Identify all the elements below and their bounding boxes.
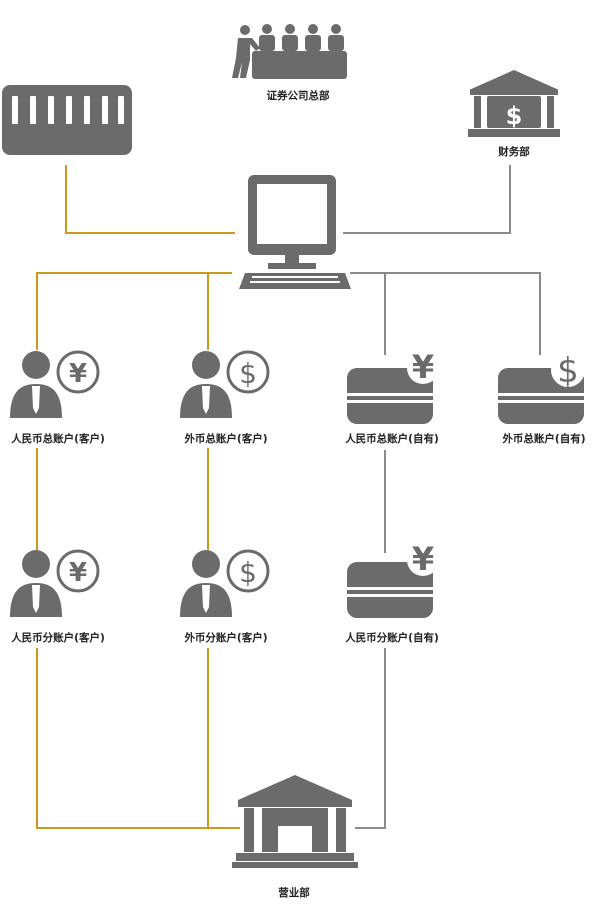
client-account-lines	[36, 165, 240, 829]
client-fx-sub-icon: $	[180, 549, 270, 617]
client-rmb-sub-icon: ¥	[10, 549, 100, 617]
yen-icon: ¥	[412, 348, 434, 386]
yen-icon: ¥	[69, 558, 87, 588]
fx-total-own-label: 外币总账户(自有)	[501, 432, 585, 445]
branch-label: 营业部	[278, 886, 310, 899]
rmb-sub-own-label: 人民币分账户(自有)	[345, 631, 439, 644]
dollar-icon: $	[239, 556, 257, 589]
bank-dollar-icon: $	[468, 70, 560, 137]
branch-building-icon	[232, 775, 358, 868]
client-rmb-icon: ¥	[10, 350, 100, 418]
rmb-total-own-label: 人民币总账户(自有)	[345, 432, 439, 445]
rmb-total-client-label: 人民币总账户(客户)	[11, 432, 105, 445]
meeting-icon	[232, 24, 347, 79]
hq-label: 证券公司总部	[267, 89, 330, 102]
finance-label: 财务部	[497, 145, 530, 158]
server-icon	[2, 85, 132, 155]
card-rmb-icon: ¥	[347, 348, 439, 424]
fx-total-client-label: 外币总账户(客户)	[183, 432, 267, 445]
yen-icon: ¥	[412, 540, 434, 578]
own-account-lines	[343, 165, 541, 829]
client-fx-icon: $	[180, 350, 270, 418]
dollar-icon: $	[239, 357, 257, 390]
dollar-icon: $	[557, 351, 579, 391]
yen-icon: ¥	[69, 359, 87, 389]
card-fx-icon: $	[498, 351, 585, 424]
computer-icon	[239, 175, 351, 289]
fx-sub-client-label: 外币分账户(客户)	[183, 631, 267, 644]
card-rmb-sub-icon: ¥	[347, 540, 439, 618]
rmb-sub-client-label: 人民币分账户(客户)	[11, 631, 105, 644]
dollar-icon: $	[506, 102, 523, 130]
